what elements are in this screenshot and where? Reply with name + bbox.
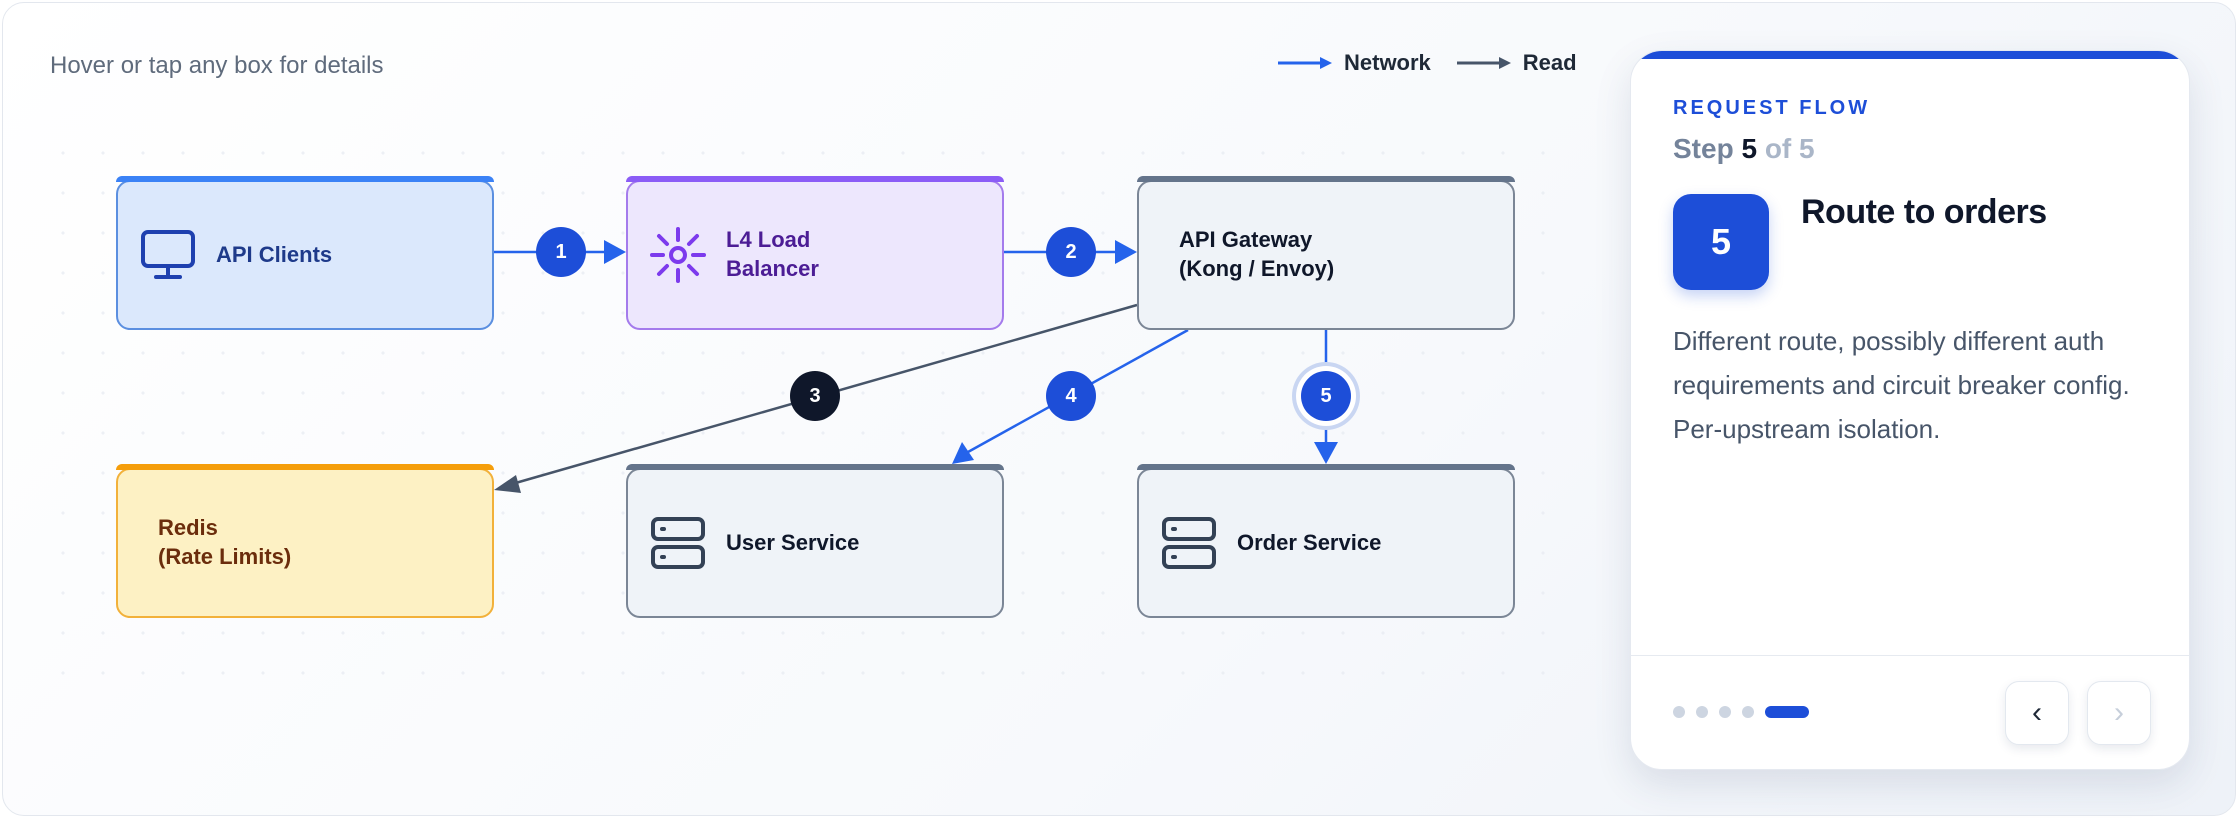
- node-label: API Gateway (Kong / Envoy): [1179, 227, 1335, 281]
- node-redis[interactable]: Redis (Rate Limits): [116, 464, 494, 618]
- step-current: 5: [1741, 133, 1758, 164]
- legend-network-label: Network: [1344, 50, 1431, 75]
- read-arrow-icon: [1456, 57, 1511, 69]
- node-label: L4 Load Balancer: [726, 227, 819, 281]
- node-label: User Service: [726, 529, 860, 555]
- pager-dot[interactable]: [1742, 706, 1754, 718]
- network-arrow-icon: [1278, 57, 1332, 69]
- hint-text: Hover or tap any box for details: [50, 52, 384, 79]
- node-load-balancer[interactable]: L4 Load Balancer: [626, 176, 1004, 330]
- pager-dot[interactable]: [1719, 706, 1731, 718]
- prev-step-button[interactable]: ‹: [2005, 681, 2069, 745]
- panel-eyebrow: REQUEST FLOW: [1673, 97, 1871, 119]
- legend-read: Read: [1455, 50, 1577, 76]
- legend-read-label: Read: [1522, 50, 1577, 75]
- next-step-button[interactable]: ›: [2087, 681, 2151, 745]
- step-indicator: Step 5 of 5: [1673, 133, 1815, 165]
- chevron-right-icon: ›: [2114, 696, 2124, 729]
- step-3-badge[interactable]: 3: [790, 371, 840, 421]
- pager-dot-active[interactable]: [1765, 706, 1809, 718]
- node-api-clients[interactable]: API Clients: [116, 176, 494, 330]
- monitor-icon: [140, 227, 196, 283]
- step-2-badge[interactable]: 2: [1046, 227, 1096, 277]
- sun-icon: [650, 227, 706, 283]
- panel-accent-bar: [1631, 51, 2189, 59]
- step-4-badge[interactable]: 4: [1046, 371, 1096, 421]
- step-prefix: Step: [1673, 133, 1734, 164]
- server-icon: [1161, 515, 1217, 571]
- step-1-badge[interactable]: 1: [536, 227, 586, 277]
- node-label: API Clients: [216, 241, 333, 267]
- panel-description: Different route, possibly different auth…: [1673, 326, 2130, 444]
- pager-dot[interactable]: [1696, 706, 1708, 718]
- chevron-left-icon: ‹: [2032, 696, 2042, 729]
- server-icon: [650, 515, 706, 571]
- panel-divider: [1631, 655, 2189, 656]
- step-5-badge[interactable]: 5: [1301, 371, 1351, 421]
- request-flow-panel: REQUEST FLOW Step 5 of 5 5 Route to orde…: [1630, 50, 2190, 770]
- pager-dot[interactable]: [1673, 706, 1685, 718]
- legend: Network Read: [1276, 50, 1577, 76]
- step-number-badge: 5: [1673, 194, 1769, 290]
- node-label: Order Service: [1237, 529, 1382, 555]
- legend-network: Network: [1276, 50, 1431, 76]
- node-order-service[interactable]: Order Service: [1137, 464, 1515, 618]
- node-label: Redis (Rate Limits): [158, 515, 292, 569]
- step-total: of 5: [1764, 133, 1815, 164]
- step-pager-dots: [1673, 706, 1809, 718]
- panel-title: Route to orders: [1801, 193, 2047, 231]
- node-api-gateway[interactable]: API Gateway (Kong / Envoy): [1137, 176, 1515, 330]
- node-user-service[interactable]: User Service: [626, 464, 1004, 618]
